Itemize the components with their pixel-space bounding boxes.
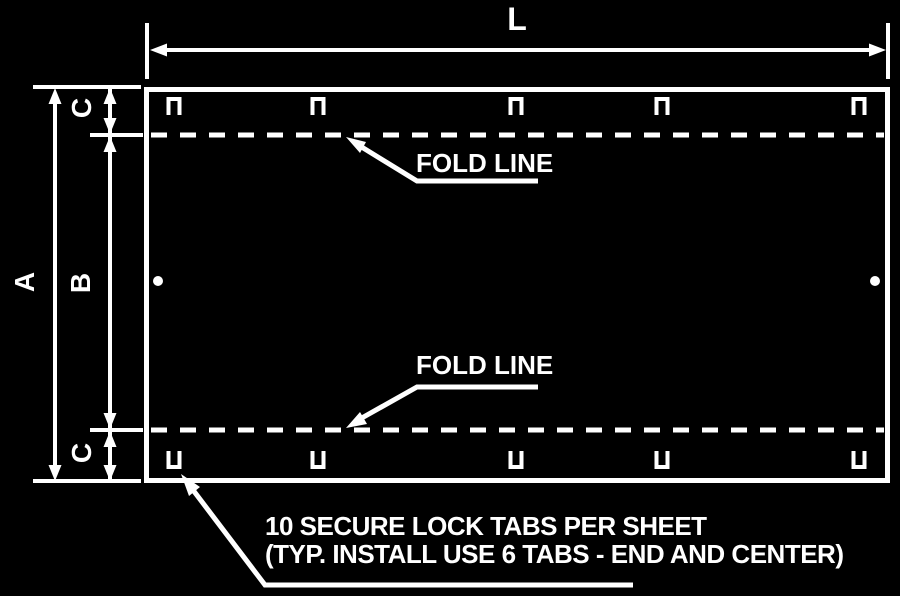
lock-tab-top-2 bbox=[310, 97, 326, 115]
arrowhead-Cbot-down bbox=[103, 465, 117, 481]
arrowhead-Cbot-up bbox=[103, 431, 117, 447]
lock-tab-top-1 bbox=[166, 97, 182, 115]
lock-tab-top-5 bbox=[851, 97, 867, 115]
lock-tab-note-line2: (TYP. INSTALL USE 6 TABS - END AND CENTE… bbox=[265, 539, 844, 569]
center-mark-right bbox=[870, 276, 880, 286]
dim-label-C-bottom: C bbox=[66, 442, 97, 464]
arrowhead-L-right bbox=[869, 43, 886, 57]
arrowhead-B-up bbox=[103, 136, 117, 152]
lock-tab-note-line1: 10 SECURE LOCK TABS PER SHEET bbox=[265, 511, 707, 541]
leader-fold-top bbox=[358, 143, 538, 184]
dim-label-B: B bbox=[65, 272, 96, 294]
dim-label-C-top: C bbox=[66, 97, 97, 119]
lock-tab-top-4 bbox=[654, 97, 670, 115]
lock-tab-top-3 bbox=[508, 97, 524, 115]
center-mark-left bbox=[153, 276, 163, 286]
leader-fold-bottom bbox=[358, 384, 538, 422]
lock-tab-note: 10 SECURE LOCK TABS PER SHEET (TYP. INST… bbox=[265, 512, 844, 568]
arrowhead-Ctop-up bbox=[103, 88, 117, 104]
lock-tab-bottom-2 bbox=[310, 451, 326, 469]
lock-tab-bottom-5 bbox=[851, 451, 867, 469]
arrowhead-lock-tab-note bbox=[181, 474, 200, 496]
arrowhead-L-left bbox=[150, 43, 167, 57]
fold-line-callout-top: FOLD LINE bbox=[416, 148, 554, 178]
arrowhead-A-top bbox=[48, 88, 62, 104]
dim-label-L: L bbox=[507, 1, 527, 37]
dim-label-A: A bbox=[9, 271, 40, 293]
arrowhead-fold-bottom bbox=[346, 412, 367, 428]
lock-tab-bottom-3 bbox=[508, 451, 524, 469]
arrowhead-Ctop-down bbox=[103, 118, 117, 134]
sheet-outline bbox=[144, 87, 890, 483]
lock-tab-bottom-1 bbox=[166, 451, 182, 469]
lock-tab-bottom-4 bbox=[654, 451, 670, 469]
arrowhead-fold-top bbox=[346, 137, 366, 153]
leader-lock-tab-note bbox=[191, 488, 633, 588]
arrowhead-A-bottom bbox=[48, 465, 62, 481]
arrowhead-B-down bbox=[103, 413, 117, 429]
fold-line-callout-bottom: FOLD LINE bbox=[416, 350, 554, 380]
